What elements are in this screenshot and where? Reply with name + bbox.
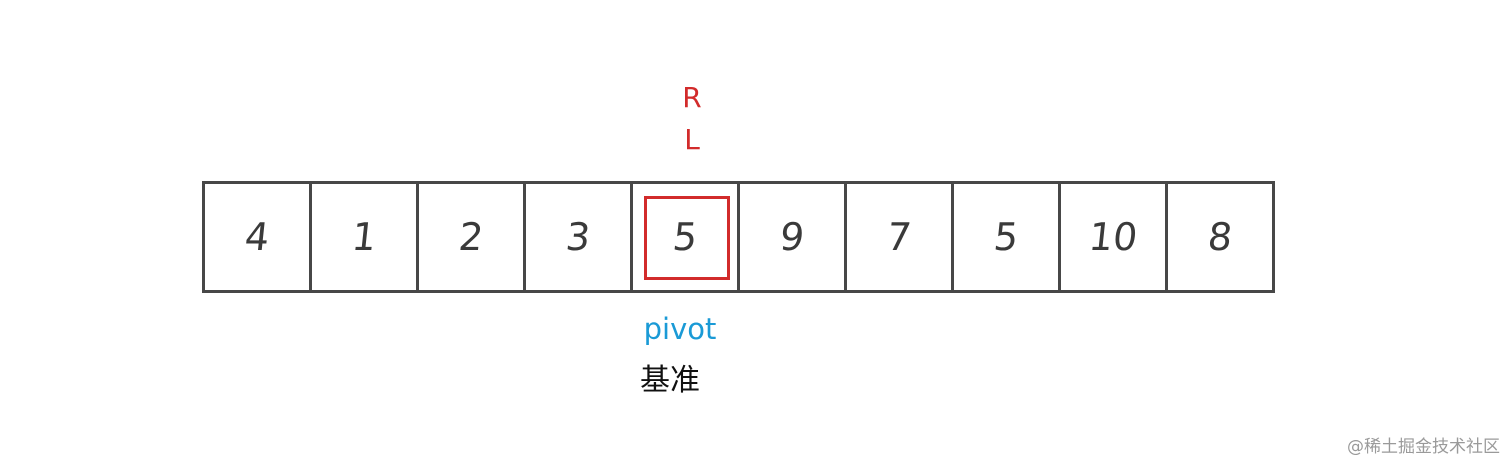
- array-cell-value: 5: [991, 215, 1021, 259]
- pivot-label: pivot: [643, 312, 717, 346]
- array-cell-9: 8: [1168, 184, 1275, 290]
- array-cell-2: 2: [419, 184, 526, 290]
- array-cell-value: 3: [563, 215, 593, 259]
- array-cell-value: 7: [884, 215, 914, 259]
- array-cell-6: 7: [847, 184, 954, 290]
- array-cell-7: 5: [954, 184, 1061, 290]
- watermark: @稀土掘金技术社区: [1347, 437, 1500, 457]
- array-cell-5: 9: [740, 184, 847, 290]
- array-cell-value: 9: [777, 215, 807, 259]
- array-cell-value: 1: [349, 215, 379, 259]
- array-cell-4-pivot: 5: [633, 184, 740, 290]
- pivot-highlight-box: [644, 196, 730, 280]
- array-cell-value: 2: [456, 215, 486, 259]
- array-cell-value: 10: [1086, 215, 1140, 259]
- right-pointer-label: R: [682, 81, 702, 114]
- left-pointer-label: L: [684, 123, 700, 156]
- array-cell-8: 10: [1061, 184, 1168, 290]
- array-cell-value: 5: [670, 215, 700, 259]
- array-cell-1: 1: [312, 184, 419, 290]
- array-row: 4 1 2 3 5 9 7 5 10 8: [202, 181, 1275, 293]
- array-cell-value: 4: [242, 215, 272, 259]
- array-cell-value: 8: [1205, 215, 1235, 259]
- pivot-chinese-label: 基准: [640, 363, 700, 398]
- array-cell-3: 3: [526, 184, 633, 290]
- array-cell-0: 4: [205, 184, 312, 290]
